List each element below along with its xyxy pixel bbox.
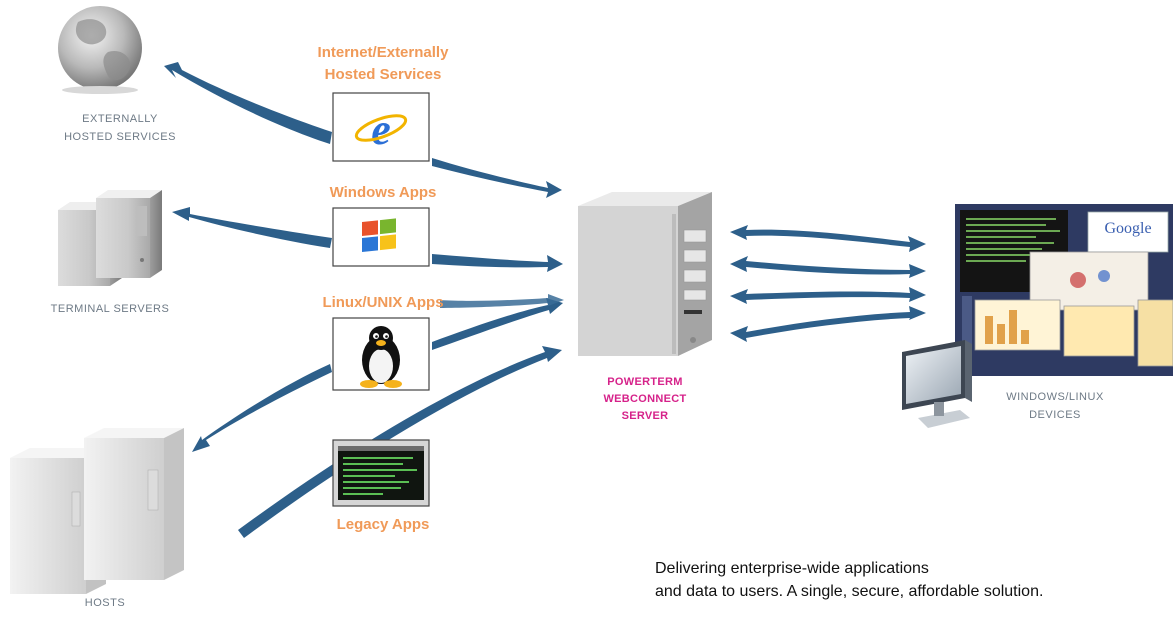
arrow-server-device-4 <box>730 306 926 342</box>
hosts-label: HOSTS <box>84 597 126 609</box>
svg-text:e: e <box>371 105 391 154</box>
hosts-icon <box>10 428 184 594</box>
powerterm-server-icon <box>578 192 712 356</box>
tux-penguin-icon <box>360 326 402 388</box>
arrow-server-device-3 <box>730 287 926 304</box>
linux-apps-label: Linux/UNIX Apps <box>322 294 444 311</box>
arrow-server-to-linux <box>440 294 564 308</box>
internet-apps-label-line1: Internet/Externally <box>317 44 449 61</box>
devices-label-line1: WINDOWS/LINUX <box>1006 391 1104 403</box>
external-services-label-line1: EXTERNALLY <box>82 113 158 125</box>
globe-icon <box>58 6 142 94</box>
google-logo: Google <box>1104 220 1152 237</box>
server-label-line3: SERVER <box>621 410 669 422</box>
arrow-server-device-1 <box>730 225 926 252</box>
server-label-line2: WEBCONNECT <box>603 393 687 405</box>
internet-apps-label-line2: Hosted Services <box>324 66 442 83</box>
monitor-icon <box>902 340 972 428</box>
terminal-screen-icon <box>338 446 424 500</box>
windows-apps-label: Windows Apps <box>329 184 437 201</box>
devices-screen-collage <box>955 204 1173 376</box>
arrow-server-device-2 <box>730 256 926 278</box>
internet-explorer-icon: e <box>354 105 408 154</box>
external-services-label: EXTERNALLY HOSTED SERVICES <box>40 110 200 146</box>
internet-apps-label: Internet/Externally Hosted Services <box>290 42 476 86</box>
arrow-to-external-services <box>164 62 332 144</box>
tagline: Delivering enterprise-wide applications … <box>655 557 1043 603</box>
tagline-line2: and data to users. A single, secure, aff… <box>655 583 1044 600</box>
app-box-internet: e <box>332 92 430 162</box>
app-box-legacy <box>332 439 430 507</box>
devices-label: WINDOWS/LINUX DEVICES <box>990 388 1120 424</box>
arrow-to-terminal-servers <box>172 207 332 248</box>
windows-logo-icon <box>362 218 396 252</box>
server-label: POWERTERM WEBCONNECT SERVER <box>590 374 700 425</box>
tagline-line1: Delivering enterprise-wide applications <box>655 560 929 577</box>
arrow-linux-to-server <box>432 298 563 350</box>
arrow-windows-to-server <box>432 254 563 272</box>
legacy-apps-label: Legacy Apps <box>336 516 430 533</box>
arrow-ie-to-server <box>432 158 562 198</box>
devices-label-line2: DEVICES <box>1029 409 1081 421</box>
terminal-servers-label: TERMINAL SERVERS <box>50 303 170 315</box>
arrows <box>164 62 926 538</box>
server-label-line1: POWERTERM <box>607 376 683 388</box>
external-services-label-line2: HOSTED SERVICES <box>64 131 176 143</box>
app-box-linux <box>332 317 430 391</box>
terminal-servers-icon <box>58 190 162 286</box>
app-box-windows <box>332 207 430 267</box>
arrow-to-hosts <box>192 364 332 452</box>
